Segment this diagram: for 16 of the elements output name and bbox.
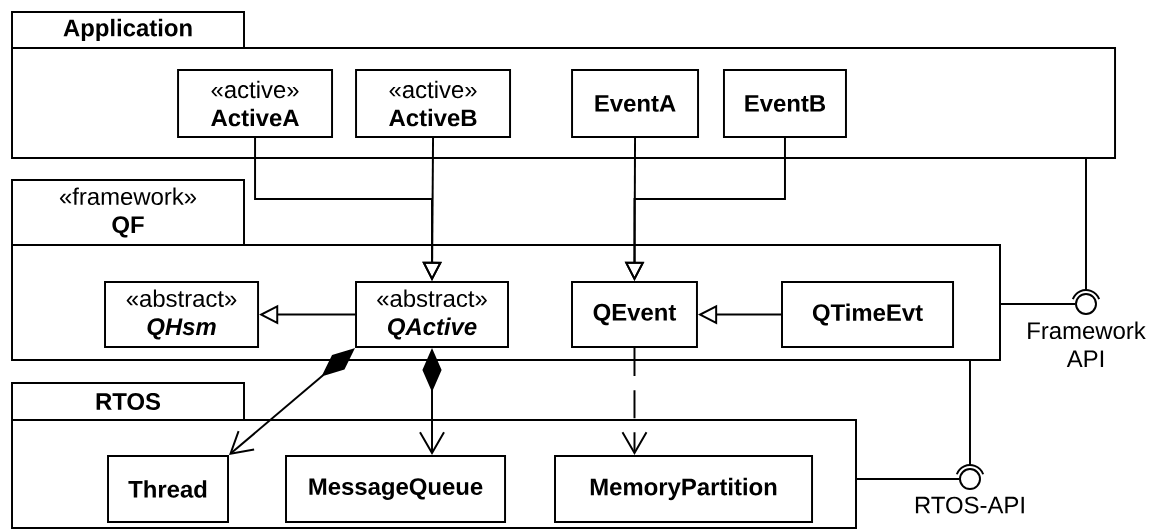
connector-line [969, 359, 971, 466]
class-box: QTimeEvt [781, 281, 955, 348]
dependency-arrow [621, 347, 648, 456]
class-box: Thread [107, 455, 229, 523]
class-box: QEvent [571, 281, 698, 348]
class-box: «abstract» QActive [355, 281, 509, 348]
class-box: «abstract» QHsm [104, 281, 260, 348]
class-box: MemoryPartition [554, 455, 814, 523]
connector-line [856, 478, 960, 480]
connector-line [1085, 158, 1087, 291]
class-box: MessageQueue [285, 455, 507, 523]
connector-line [1000, 303, 1076, 305]
class-box: «active» ActiveA [177, 69, 334, 138]
class-box: EventA [571, 69, 700, 138]
class-box: EventB [722, 69, 847, 138]
class-box: «active» ActiveB [355, 69, 512, 138]
